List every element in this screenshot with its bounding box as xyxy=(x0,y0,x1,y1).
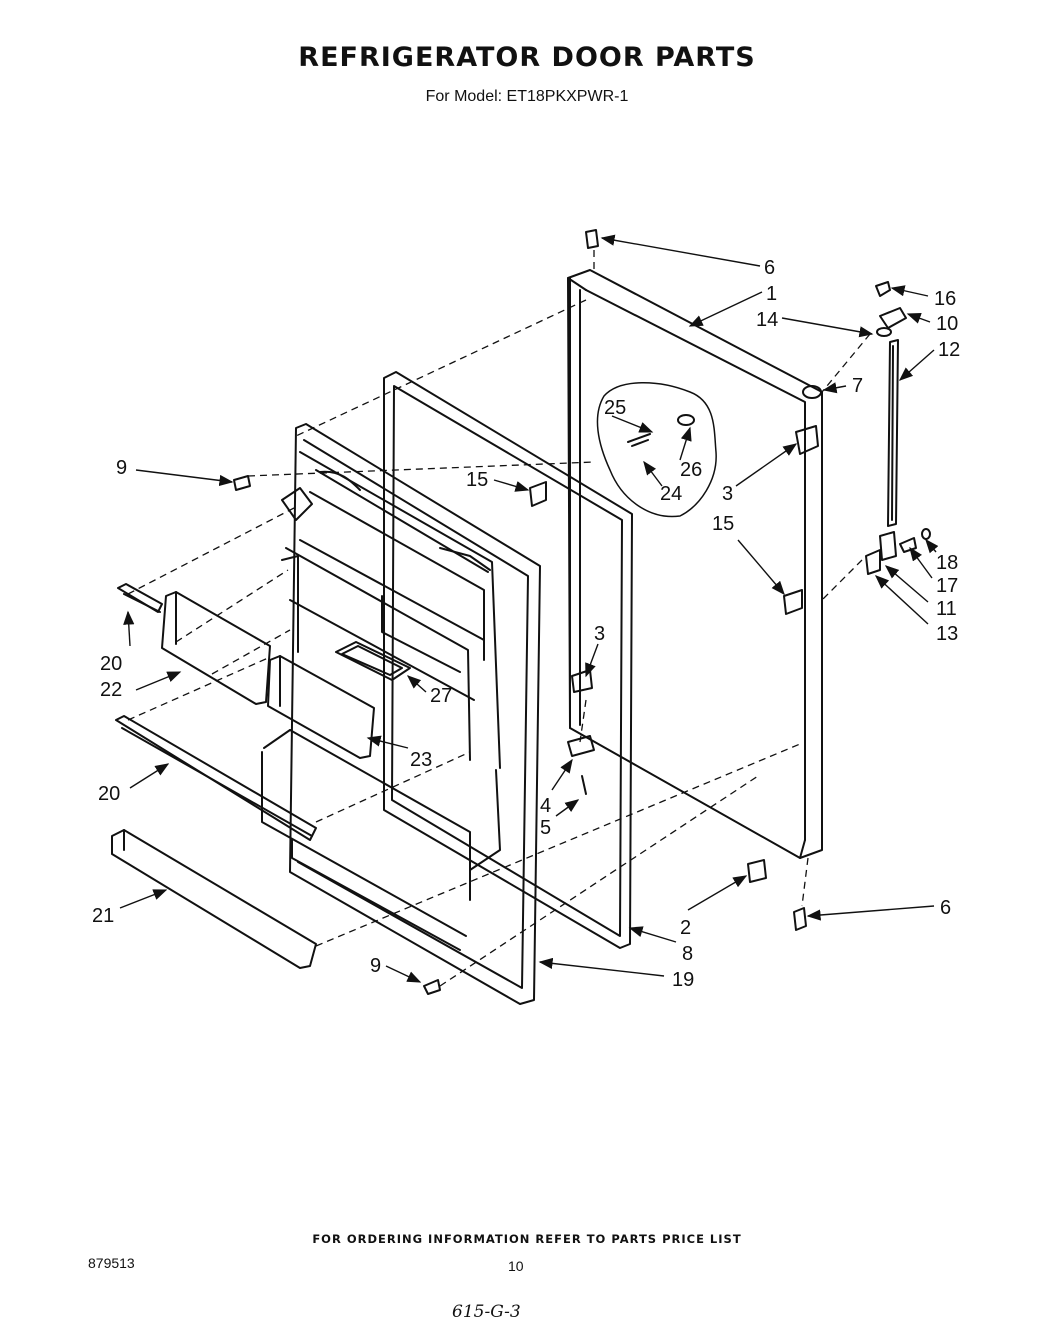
shelf-front-middle xyxy=(267,655,375,759)
handwritten-note: 615-G-3 xyxy=(452,1302,521,1322)
callout-10: 10 xyxy=(936,313,958,335)
callout-18: 18 xyxy=(936,552,958,574)
leader-lines xyxy=(119,234,939,983)
callout-14: 14 xyxy=(756,309,778,331)
inner-door-liner xyxy=(261,423,541,1005)
callout-12: 12 xyxy=(938,339,960,361)
callout-6-top: 6 xyxy=(764,257,775,279)
shelf-front-upper xyxy=(161,591,271,705)
hinge-bar xyxy=(887,339,899,527)
callout-6-bottom: 6 xyxy=(940,897,951,919)
callout-24: 24 xyxy=(660,483,682,505)
shelf-bar-upper xyxy=(117,583,163,613)
callout-8: 8 xyxy=(682,943,693,965)
callout-27: 27 xyxy=(430,685,452,707)
callout-19: 19 xyxy=(672,969,694,991)
callout-16: 16 xyxy=(934,288,956,310)
callout-4: 4 xyxy=(540,795,551,817)
page-number: 10 xyxy=(508,1258,524,1274)
callout-11: 11 xyxy=(936,598,957,620)
callout-7: 7 xyxy=(852,375,863,397)
door-gasket xyxy=(383,371,633,949)
callout-20-low: 20 xyxy=(98,783,120,805)
dairy-door xyxy=(335,641,411,681)
callout-9-bottom: 9 xyxy=(370,955,381,977)
model-line: For Model: ET18PKXPWR-1 xyxy=(425,88,629,105)
callout-5: 5 xyxy=(540,817,551,839)
outer-door-panel xyxy=(567,269,823,859)
callout-3-right: 3 xyxy=(722,483,733,505)
callout-20-top: 20 xyxy=(100,653,122,675)
hardware-parts xyxy=(233,229,931,995)
callout-23: 23 xyxy=(410,749,432,771)
callout-13: 13 xyxy=(936,623,958,645)
callout-9-top: 9 xyxy=(116,457,127,479)
callout-2: 2 xyxy=(680,917,691,939)
callout-22: 22 xyxy=(100,679,122,701)
callout-15-mid: 15 xyxy=(466,469,488,491)
callout-17: 17 xyxy=(936,575,958,597)
callout-labels: 6 1 16 14 10 12 7 25 26 24 3 9 15 15 18 … xyxy=(92,257,960,991)
callout-3-mid: 3 xyxy=(594,623,605,645)
shelf-front-bottom xyxy=(111,829,317,969)
detail-inset-outline xyxy=(596,382,717,518)
callout-25: 25 xyxy=(604,397,626,419)
document-number: 879513 xyxy=(88,1255,135,1271)
shelf-bar-lower xyxy=(115,715,317,841)
ordering-note: FOR ORDERING INFORMATION REFER TO PARTS … xyxy=(312,1232,742,1246)
callout-15-right: 15 xyxy=(712,513,734,535)
callout-26: 26 xyxy=(680,459,702,481)
page-title: REFRIGERATOR DOOR PARTS xyxy=(298,42,756,73)
callout-21: 21 xyxy=(92,905,114,927)
callout-1: 1 xyxy=(766,283,777,305)
alignment-lines xyxy=(127,250,871,987)
